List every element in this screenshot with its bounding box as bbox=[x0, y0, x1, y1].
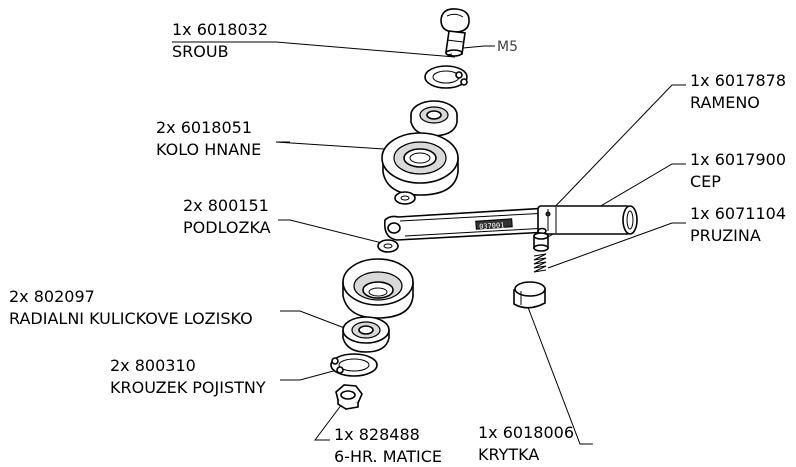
label-kolo: 2x 6018051 KOLO HNANE bbox=[156, 118, 261, 159]
label-pruzina-code: 1x 6071104 bbox=[690, 204, 786, 223]
label-podlozka-code: 2x 800151 bbox=[183, 196, 269, 215]
label-podlozka: 2x 800151 PODLOZKA bbox=[183, 196, 271, 237]
leader-kolo bbox=[275, 141, 401, 151]
leader-matice bbox=[314, 399, 346, 441]
label-sroub-name: SROUB bbox=[172, 42, 229, 61]
label-krytka-name: KRYTKA bbox=[478, 445, 539, 464]
leader-rameno bbox=[547, 84, 686, 215]
label-matice-name: 6-HR. MATICE bbox=[334, 447, 442, 466]
washer-lower bbox=[377, 239, 399, 253]
leader-m5 bbox=[462, 45, 495, 49]
label-sroub-code: 1x 6018032 bbox=[172, 20, 268, 39]
label-lozisko-code: 2x 802097 bbox=[9, 287, 95, 306]
washer-upper bbox=[394, 191, 416, 205]
spring-part bbox=[533, 253, 547, 273]
label-pruzina: 1x 6071104 PRUZINA bbox=[690, 204, 786, 245]
thread-size-label: M5 bbox=[497, 39, 518, 55]
label-cep-name: CEP bbox=[690, 172, 721, 191]
label-krouzek-code: 2x 800310 bbox=[110, 356, 196, 375]
label-cep-code: 1x 6017900 bbox=[690, 150, 786, 169]
label-cep: 1x 6017900 CEP bbox=[690, 150, 786, 191]
bearing-lower bbox=[342, 316, 390, 353]
hex-nut-part bbox=[335, 384, 363, 410]
leader-krytka bbox=[525, 301, 593, 445]
circlip-lower bbox=[330, 353, 378, 377]
label-krytka-code: 1x 6018006 bbox=[478, 423, 574, 442]
leader-podlozka bbox=[278, 219, 391, 246]
wheel-lower bbox=[342, 258, 414, 319]
label-lozisko: 2x 802097 RADIALNI KULICKOVE LOZISKO bbox=[9, 287, 253, 328]
label-sroub: 1x 6018032 SROUB bbox=[172, 20, 268, 61]
screw-part bbox=[440, 8, 470, 58]
leader-sroub bbox=[172, 41, 456, 58]
pin-part bbox=[533, 227, 549, 252]
label-kolo-name: KOLO HNANE bbox=[156, 140, 261, 159]
label-kolo-code: 2x 6018051 bbox=[156, 118, 252, 137]
leader-lozisko bbox=[280, 310, 356, 333]
wheel-upper bbox=[381, 132, 459, 196]
bearing-upper bbox=[410, 100, 458, 137]
cap-part bbox=[513, 281, 546, 309]
label-lozisko-name: RADIALNI KULICKOVE LOZISKO bbox=[9, 309, 253, 328]
label-krytka: 1x 6018006 KRYTKA bbox=[478, 423, 574, 464]
label-krouzek: 2x 800310 KROUZEK POJISTNY bbox=[110, 356, 266, 397]
label-rameno-code: 1x 6017878 bbox=[690, 71, 786, 90]
label-rameno-name: RAMENO bbox=[690, 93, 760, 112]
circlip-upper bbox=[424, 65, 468, 89]
leader-pruzina bbox=[547, 222, 686, 269]
label-krouzek-name: KROUZEK POJISTNY bbox=[110, 378, 266, 397]
label-podlozka-name: PODLOZKA bbox=[183, 218, 271, 237]
label-matice-code: 1x 828488 bbox=[334, 425, 420, 444]
label-rameno: 1x 6017878 RAMENO bbox=[690, 71, 786, 112]
label-matice: 1x 828488 6-HR. MATICE bbox=[334, 425, 442, 466]
arm-part: 037001 bbox=[383, 205, 638, 241]
callout-labels: 1x 6018032 SROUB M5 2x 6018051 KOLO HNAN… bbox=[9, 20, 786, 466]
arm-marking: 037001 bbox=[479, 221, 505, 231]
label-pruzina-name: PRUZINA bbox=[690, 226, 761, 245]
